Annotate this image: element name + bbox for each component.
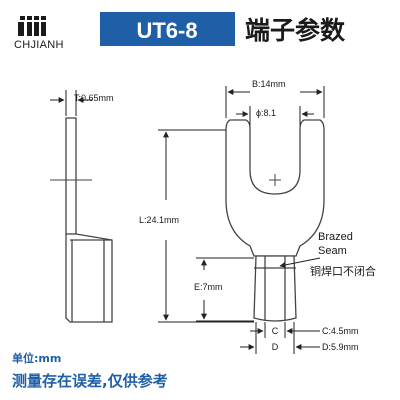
brazed-leader [279, 257, 321, 268]
brand-logo: CHJIANH [14, 16, 64, 51]
fork-outline [225, 119, 325, 257]
dim-T [50, 90, 92, 116]
unit-label: 单位:mm [12, 351, 61, 365]
dim-D [240, 322, 320, 354]
barrel-outline [253, 255, 297, 322]
dim-C-letter: C [272, 326, 279, 336]
fork-view [225, 119, 325, 322]
dim-L-label: L:24.1mm [139, 215, 179, 225]
dim-E-label: E:7mm [194, 282, 223, 292]
dim-L [158, 129, 254, 323]
brazed-label-line2: Seam [318, 245, 347, 257]
disclaimer: 测量存在误差,仅供参考 [12, 372, 168, 390]
logo-mark-icon [18, 16, 46, 36]
header-title: 端子参数 [245, 16, 346, 45]
brand-name: CHJIANH [14, 39, 64, 51]
dim-T-label: T:0.65mm [74, 93, 114, 103]
dim-C [250, 322, 320, 338]
dim-phi-label: ϕ:8.1 [256, 108, 276, 118]
dim-C-value: C:4.5mm [322, 326, 359, 336]
model-label: UT6-8 [136, 18, 197, 43]
header-banner: UT6-8 端子参数 [100, 12, 346, 46]
seam-note: 铜焊口不闭合 [310, 264, 376, 278]
dim-D-value: D:5.9mm [322, 342, 359, 352]
dim-D-letter: D [272, 342, 279, 352]
dim-B [225, 86, 325, 118]
dim-B-label: B:14mm [252, 79, 286, 89]
dim-E [196, 257, 254, 322]
side-view-outline [65, 117, 113, 323]
dim-phi [236, 106, 314, 126]
side-view [50, 117, 113, 323]
brazed-label-line1: Brazed [318, 231, 353, 243]
model-banner [100, 12, 235, 46]
